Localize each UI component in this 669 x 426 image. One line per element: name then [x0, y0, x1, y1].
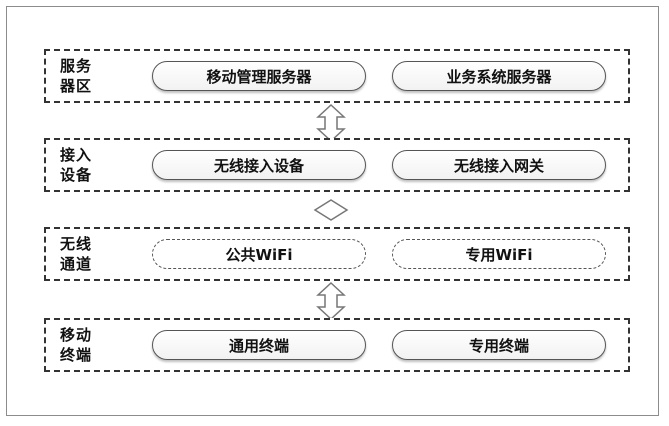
node-wireless-access-gateway: 无线接入网关 [392, 150, 606, 180]
node-wireless-access-device: 无线接入设备 [152, 150, 366, 180]
layer-access-devices: 接入 设备 无线接入设备 无线接入网关 [44, 138, 630, 192]
node-business-system-server: 业务系统服务器 [392, 61, 606, 91]
node-dedicated-terminal: 专用终端 [392, 330, 606, 360]
layer-wireless-channel: 无线 通道 公共WiFi 专用WiFi [44, 227, 630, 281]
layer-server-zone: 服务 器区 移动管理服务器 业务系统服务器 [44, 49, 630, 103]
layer-mobile-terminals: 移动 终端 通用终端 专用终端 [44, 318, 630, 372]
layer-label-wireless-channel: 无线 通道 [60, 235, 93, 273]
layer-label-mobile-terminals: 移动 终端 [60, 326, 93, 364]
node-general-terminal: 通用终端 [152, 330, 366, 360]
double-arrow-connector-1 [316, 103, 346, 143]
double-arrow-connector-2 [316, 281, 346, 321]
node-mobile-management-server: 移动管理服务器 [152, 61, 366, 91]
diagram-frame: 服务 器区 移动管理服务器 业务系统服务器 接入 设备 无线接入设备 无线接入网… [6, 6, 659, 416]
layer-label-server-zone: 服务 器区 [60, 57, 93, 95]
diamond-connector [313, 199, 349, 221]
node-private-wifi: 专用WiFi [392, 239, 606, 269]
layer-label-access-devices: 接入 设备 [60, 146, 93, 184]
node-public-wifi: 公共WiFi [152, 239, 366, 269]
